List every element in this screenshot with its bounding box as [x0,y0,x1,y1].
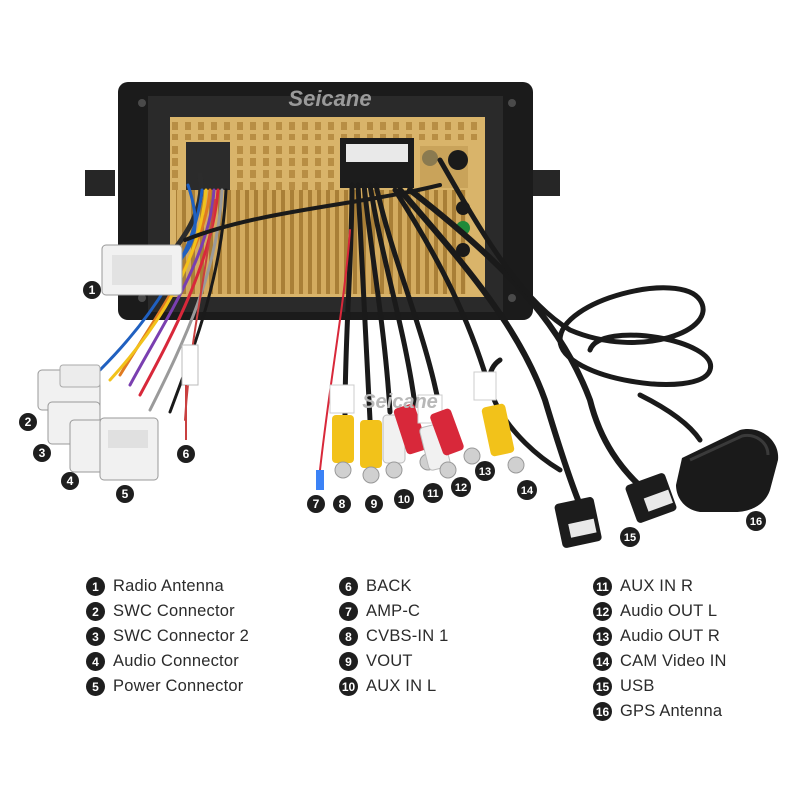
plug-5 [99,417,159,481]
rca-cvbs-in1 [329,384,355,479]
legend-item: 3 SWC Connector 2 [86,624,249,649]
legend-number: 11 [593,577,612,596]
legend-number: 5 [86,677,105,696]
legend-column-3: 11 AUX IN R 12 Audio OUT L 13 Audio OUT R 1… [593,574,727,724]
radio-antenna-port [186,142,230,190]
badge-12: 12 [455,482,467,494]
legend-item: 10 AUX IN L [339,674,449,699]
legend: 1 Radio Antenna 2 SWC Connector 3 SWC Conne… [0,574,800,724]
usb-plug-right [625,473,677,523]
badge-10: 10 [398,494,410,506]
legend-number: 12 [593,602,612,621]
legend-number: 15 [593,677,612,696]
legend-label: GPS Antenna [620,702,723,720]
gps-antenna [676,429,779,512]
legend-label: CAM Video IN [620,652,727,670]
legend-item: 15 USB [593,674,727,699]
legend-column-1: 1 Radio Antenna 2 SWC Connector 3 SWC Conne… [86,574,249,699]
gps-port [422,150,438,166]
legend-number: 13 [593,627,612,646]
legend-number: 4 [86,652,105,671]
legend-label: USB [620,677,655,695]
badge-5: 5 [122,487,129,501]
wiring-diagram: Seicane [19,82,779,548]
legend-number: 8 [339,627,358,646]
badge-8: 8 [339,497,346,511]
legend-label: BACK [366,577,412,595]
badge-3: 3 [39,446,46,460]
legend-item: 4 Audio Connector [86,649,249,674]
badge-2: 2 [25,415,32,429]
legend-item: 12 Audio OUT L [593,599,727,624]
badge-9: 9 [371,497,378,511]
watermark-mid: Seicane [362,391,438,413]
legend-label: Radio Antenna [113,577,224,595]
legend-number: 14 [593,652,612,671]
legend-item: 6 BACK [339,574,449,599]
legend-label: AUX IN R [620,577,694,595]
back-wire-end [181,344,199,440]
round-port [448,150,468,170]
legend-item: 7 AMP-C [339,599,449,624]
legend-number: 6 [339,577,358,596]
badge-13: 13 [479,466,491,478]
cables [98,157,713,508]
badge-4: 4 [67,474,74,488]
legend-number: 10 [339,677,358,696]
legend-item: 1 Radio Antenna [86,574,249,599]
legend-label: Audio Connector [113,652,239,670]
plug-2 [37,364,101,411]
plug-1 [101,244,183,296]
legend-label: VOUT [366,652,413,670]
legend-number: 7 [339,602,358,621]
legend-item: 8 CVBS-IN 1 [339,624,449,649]
legend-number: 2 [86,602,105,621]
badge-11: 11 [427,488,439,500]
badge-15: 15 [624,532,636,544]
legend-item: 13 Audio OUT R [593,624,727,649]
legend-number: 1 [86,577,105,596]
legend-item: 9 VOUT [339,649,449,674]
legend-number: 16 [593,702,612,721]
legend-label: Audio OUT L [620,602,718,620]
rca-vout [360,420,382,484]
legend-label: Power Connector [113,677,244,695]
callout-badges: 1 2 3 4 5 6 7 8 9 10 11 12 13 14 15 16 [19,281,766,547]
legend-item: 14 CAM Video IN [593,649,727,674]
badge-7: 7 [313,497,320,511]
legend-item: 2 SWC Connector [86,599,249,624]
amp-c-wire-end [316,470,324,490]
rca-audio-out-r [430,408,481,465]
legend-column-2: 6 BACK 7 AMP-C 8 CVBS-IN 1 9 VOUT 10 AUX IN L [339,574,449,699]
badge-1: 1 [89,283,96,297]
legend-number: 9 [339,652,358,671]
legend-label: SWC Connector [113,602,235,620]
legend-label: AUX IN L [366,677,437,695]
legend-item: 16 GPS Antenna [593,699,727,724]
legend-number: 3 [86,627,105,646]
rca-cam-video-in [473,371,525,474]
badge-16: 16 [750,516,762,528]
legend-item: 5 Power Connector [86,674,249,699]
watermark-top: Seicane [288,86,371,111]
legend-item: 11 AUX IN R [593,574,727,599]
legend-label: SWC Connector 2 [113,627,249,645]
usb-plug-left [554,497,602,548]
badge-6: 6 [183,447,190,461]
badge-14: 14 [521,485,534,497]
legend-label: CVBS-IN 1 [366,627,449,645]
legend-label: AMP-C [366,602,421,620]
legend-label: Audio OUT R [620,627,721,645]
